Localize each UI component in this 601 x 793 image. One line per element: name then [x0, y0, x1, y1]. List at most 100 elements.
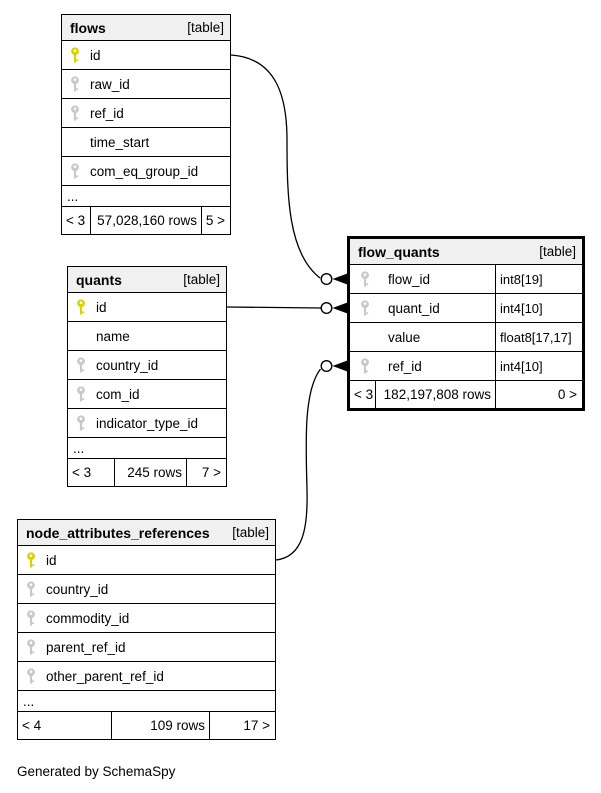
index-key-icon — [70, 105, 80, 121]
row-count: 245 rows — [115, 459, 187, 486]
index-key-icon — [26, 581, 36, 597]
column-row: value float8[17,17] — [350, 323, 582, 352]
table-type-tag: [table] — [539, 244, 576, 259]
column-name: com_id — [96, 386, 140, 402]
arrowhead-icon — [332, 302, 347, 314]
row-count: 182,197,808 rows — [376, 381, 496, 408]
index-key-icon — [26, 668, 36, 684]
column-row: country_id — [18, 575, 275, 604]
relationship-node_attributes_references-to-flow_quants — [275, 360, 347, 561]
table-node_attributes_references[interactable]: node_attributes_references [table] id co… — [17, 519, 276, 740]
column-type: int8[19] — [495, 265, 582, 293]
related-left-count: < 3 — [68, 459, 115, 486]
column-type: int4[10] — [495, 294, 582, 322]
column-name: ref_id — [388, 358, 422, 374]
column-name: time_start — [90, 134, 150, 150]
column-name: name — [96, 328, 130, 344]
row-count: 57,028,160 rows — [91, 207, 202, 234]
related-right-count: 7 > — [201, 465, 221, 480]
index-key-icon — [70, 76, 80, 92]
column-row: country_id — [68, 351, 226, 380]
index-key-icon — [360, 358, 370, 374]
column-row: com_id — [68, 380, 226, 409]
table-name: flows — [70, 19, 106, 36]
related-left-count: < 4 — [18, 712, 112, 739]
related-left-count: < 3 — [350, 381, 376, 408]
column-row: ref_id int4[10] — [350, 352, 582, 381]
table-node_attributes_references-header[interactable]: node_attributes_references [table] — [18, 520, 275, 546]
table-name: quants — [76, 271, 122, 288]
index-key-icon — [360, 300, 370, 316]
column-name: quant_id — [388, 300, 440, 316]
primary-key-icon — [76, 299, 86, 315]
relationship-line — [230, 54, 321, 279]
column-row: ref_id — [62, 99, 230, 128]
column-name: other_parent_ref_id — [46, 668, 164, 684]
column-name: id — [96, 299, 107, 315]
index-key-icon — [76, 357, 86, 373]
more-columns-ellipsis: ... — [18, 691, 275, 712]
primary-key-icon — [70, 47, 80, 63]
index-key-icon — [76, 386, 86, 402]
table-flow_quants-header[interactable]: flow_quants [table] — [350, 239, 582, 265]
column-name: raw_id — [90, 76, 130, 92]
zero-or-one-circle — [320, 360, 333, 373]
column-row: id — [18, 546, 275, 575]
related-left-count: < 3 — [62, 207, 91, 234]
table-footer: < 3 245 rows 7 > — [68, 459, 226, 486]
related-right-count: 17 > — [243, 718, 270, 733]
table-name: node_attributes_references — [26, 524, 210, 541]
table-name: flow_quants — [358, 243, 440, 260]
column-name: country_id — [96, 357, 159, 373]
zero-or-one-circle — [320, 273, 333, 286]
table-footer: < 4 109 rows 17 > — [18, 712, 275, 739]
column-row: id — [68, 293, 226, 322]
relationship-line — [275, 368, 322, 561]
column-type: int4[10] — [495, 352, 582, 380]
column-name: ref_id — [90, 105, 124, 121]
primary-key-icon — [26, 552, 36, 568]
table-quants[interactable]: quants [table] id name country_id com_id… — [67, 266, 227, 487]
column-name: country_id — [46, 581, 109, 597]
arrowhead-icon — [332, 273, 347, 285]
column-row: flow_id int8[19] — [350, 265, 582, 294]
relationship-flows-to-flow_quants — [230, 54, 347, 286]
zero-or-one-circle — [320, 302, 333, 315]
table-quants-header[interactable]: quants [table] — [68, 267, 226, 293]
relationship-quants-to-flow_quants — [226, 302, 347, 315]
column-name: value — [388, 329, 421, 345]
more-columns-ellipsis: ... — [68, 438, 226, 459]
column-name: indicator_type_id — [96, 415, 199, 431]
generator-note: Generated by SchemaSpy — [17, 764, 176, 779]
index-key-icon — [26, 639, 36, 655]
column-row: other_parent_ref_id — [18, 662, 275, 691]
column-name: parent_ref_id — [46, 639, 126, 655]
column-name: flow_id — [388, 271, 431, 287]
column-row: id — [62, 41, 230, 70]
column-name: id — [46, 552, 57, 568]
column-row: commodity_id — [18, 604, 275, 633]
index-key-icon — [70, 163, 80, 179]
table-footer: < 3 57,028,160 rows 5 > — [62, 207, 230, 234]
column-name: commodity_id — [46, 610, 130, 626]
column-row: time_start — [62, 128, 230, 157]
index-key-icon — [26, 610, 36, 626]
table-type-tag: [table] — [232, 525, 269, 540]
related-right-count: 5 > — [205, 213, 225, 228]
index-key-icon — [360, 271, 370, 287]
column-row: com_eq_group_id — [62, 157, 230, 186]
table-flows[interactable]: flows [table] id raw_id ref_id time_star… — [61, 14, 231, 235]
column-row: parent_ref_id — [18, 633, 275, 662]
column-row: indicator_type_id — [68, 409, 226, 438]
table-flow_quants[interactable]: flow_quants [table] flow_id int8[19] qua… — [347, 236, 585, 411]
table-type-tag: [table] — [187, 20, 224, 35]
relationship-line — [226, 306, 322, 309]
column-row: name — [68, 322, 226, 351]
table-flows-header[interactable]: flows [table] — [62, 15, 230, 41]
column-name: com_eq_group_id — [90, 163, 199, 179]
column-row: raw_id — [62, 70, 230, 99]
column-name: id — [90, 47, 101, 63]
index-key-icon — [76, 415, 86, 431]
column-row: quant_id int4[10] — [350, 294, 582, 323]
